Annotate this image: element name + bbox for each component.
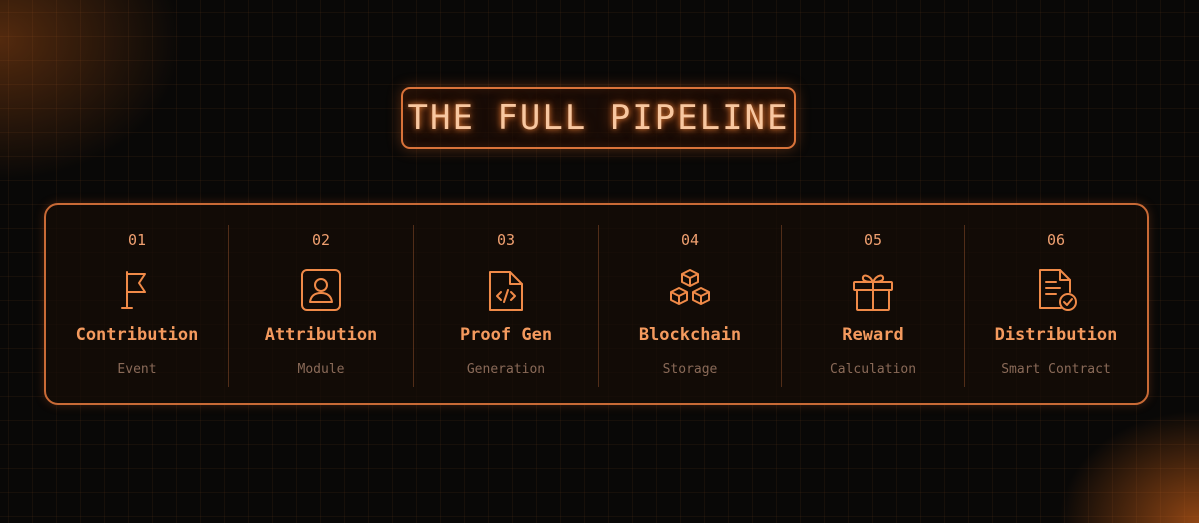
blocks-icon: [666, 266, 714, 314]
document-check-icon: [1032, 266, 1080, 314]
step-label: Distribution: [994, 325, 1118, 345]
step-label: Proof Gen: [459, 325, 553, 345]
step-label: Contribution: [75, 325, 199, 345]
user-badge-icon: [297, 266, 345, 314]
pipeline-title-box: THE FULL PIPELINE: [401, 87, 796, 149]
step-label: Attribution: [264, 325, 378, 345]
step-sublabel: Smart Contract: [1001, 362, 1111, 377]
pipeline-step-distribution: 06 Distribution Smart Contract: [965, 205, 1147, 403]
step-number: 06: [1046, 231, 1066, 249]
pipeline-step-reward: 05 Reward Calculation: [782, 205, 964, 403]
step-number: 03: [496, 231, 516, 249]
step-divider: [781, 225, 782, 387]
gift-icon: [849, 266, 897, 314]
step-label: Reward: [842, 325, 904, 345]
step-number: 02: [311, 231, 331, 249]
pipeline-title: THE FULL PIPELINE: [407, 98, 790, 138]
step-number: 05: [863, 231, 883, 249]
step-label: Blockchain: [638, 325, 742, 345]
step-sublabel: Storage: [662, 362, 718, 377]
step-divider: [228, 225, 229, 387]
pipeline-step-blockchain: 04 Blockchain Storage: [599, 205, 781, 403]
pipeline-step-attribution: 02 Attribution Module: [229, 205, 413, 403]
code-file-icon: [482, 266, 530, 314]
pipeline-panel: 01 Contribution Event 02 Attribution Mod…: [44, 203, 1149, 405]
step-number: 01: [127, 231, 147, 249]
step-sublabel: Event: [117, 362, 157, 377]
step-divider: [413, 225, 414, 387]
step-sublabel: Module: [297, 362, 345, 377]
step-divider: [598, 225, 599, 387]
step-divider: [964, 225, 965, 387]
flag-icon: [113, 266, 161, 314]
pipeline-step-contribution: 01 Contribution Event: [46, 205, 228, 403]
step-sublabel: Calculation: [829, 362, 917, 377]
step-number: 04: [680, 231, 700, 249]
pipeline-step-proof-gen: 03 Proof Gen Generation: [414, 205, 598, 403]
step-sublabel: Generation: [466, 362, 546, 377]
